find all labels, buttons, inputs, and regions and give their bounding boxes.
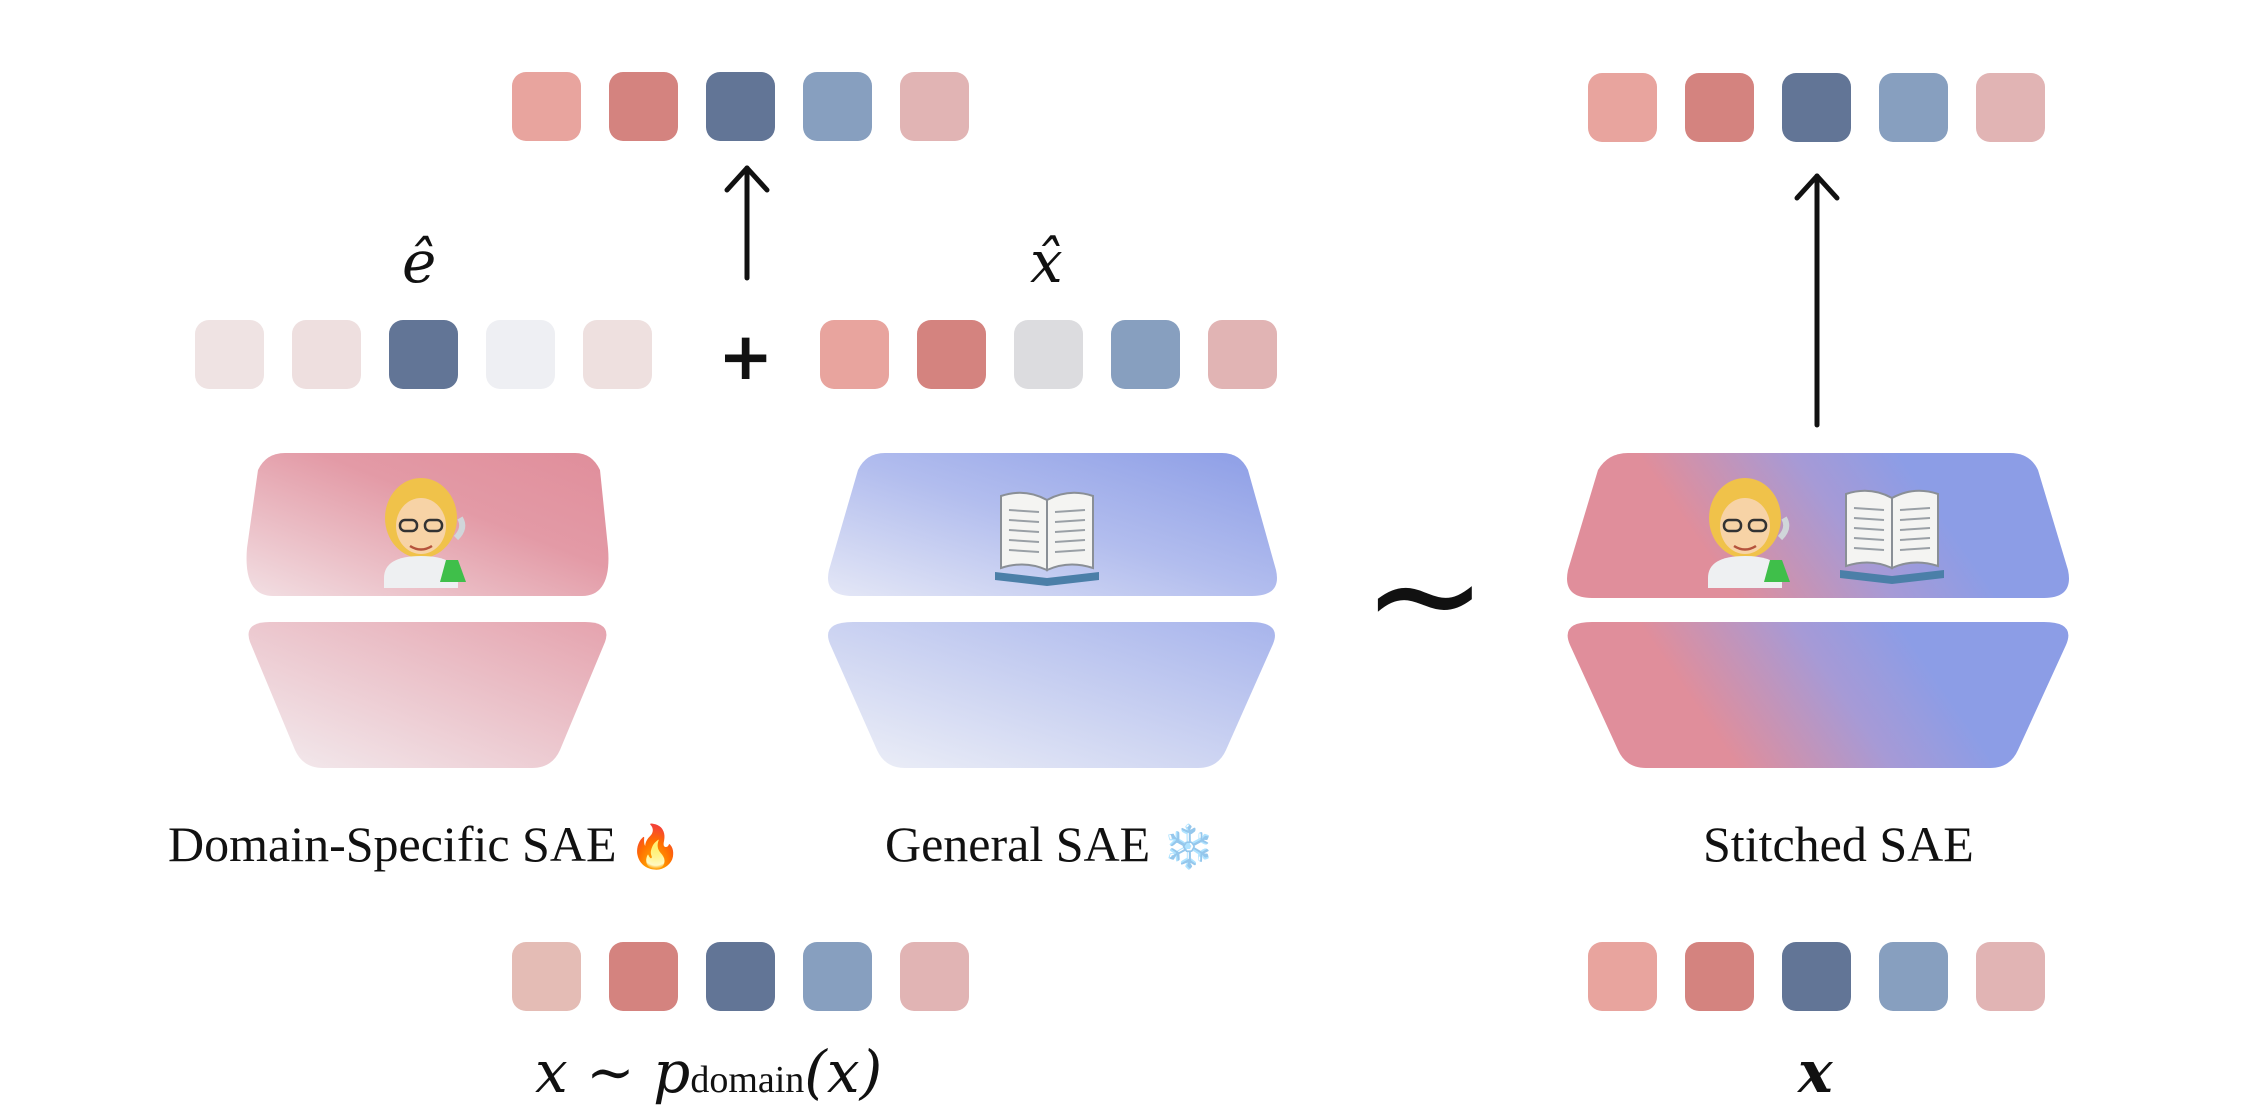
vector-cell — [512, 942, 581, 1011]
vector-cell — [1879, 73, 1948, 142]
stitched-decoder-shape — [1567, 622, 2069, 768]
vector-cell — [609, 942, 678, 1011]
book-icon — [1840, 489, 1944, 584]
domain-sae-label-text: Domain-Specific SAE — [168, 816, 617, 872]
vector-cell — [1111, 320, 1180, 389]
vector-cell — [803, 72, 872, 141]
general-sae-label-text: General SAE — [885, 816, 1151, 872]
vector-cell — [583, 320, 652, 389]
stitched-encoder-shape — [1567, 453, 2069, 598]
vector-cell — [1879, 942, 1948, 1011]
vector-cell — [900, 72, 969, 141]
vector-cell — [512, 72, 581, 141]
tilde-symbol: ~ — [1362, 508, 1488, 682]
vector-cell — [1976, 942, 2045, 1011]
vector-cell — [1685, 942, 1754, 1011]
snowflake-icon: ❄️ — [1162, 822, 1215, 871]
formula-subscript-domain: domain — [690, 1059, 805, 1101]
vector-cell — [820, 320, 889, 389]
plus-symbol: + — [718, 318, 774, 395]
input-x-symbol: x — [1798, 1038, 1833, 1106]
vector-cell — [292, 320, 361, 389]
vector-cell — [389, 320, 458, 389]
fire-icon: 🔥 — [629, 822, 682, 871]
scientist-icon — [1708, 478, 1790, 588]
domain-decoder-shape — [248, 622, 607, 768]
x-hat-symbol: x̂ — [1030, 228, 1063, 296]
formula-x-sim-p: x ∼ p — [535, 1038, 691, 1106]
vector-cell — [1976, 73, 2045, 142]
formula-argument: (x) — [804, 1038, 883, 1106]
vector-cell — [1208, 320, 1277, 389]
general-sae-label: General SAE ❄️ — [885, 815, 1215, 873]
vector-cell — [803, 942, 872, 1011]
vector-cell — [486, 320, 555, 389]
vector-cell — [706, 72, 775, 141]
vector-cell — [706, 942, 775, 1011]
stitched-sae-label-text: Stitched SAE — [1703, 816, 1974, 872]
vector-cell — [1588, 942, 1657, 1011]
book-icon — [995, 491, 1099, 586]
vector-cell — [1685, 73, 1754, 142]
vector-cell — [1588, 73, 1657, 142]
arrow-right — [1794, 173, 1840, 428]
vector-cell — [1782, 73, 1851, 142]
arrow-middle — [724, 165, 770, 281]
scientist-icon — [384, 478, 466, 588]
vector-cell — [1014, 320, 1083, 389]
stitched-sae-label: Stitched SAE — [1703, 815, 1974, 873]
general-decoder-shape — [828, 622, 1275, 768]
domain-sae-label: Domain-Specific SAE 🔥 — [168, 815, 681, 873]
vector-cell — [195, 320, 264, 389]
input-distribution-formula: x ∼ pdomain(x) — [535, 1038, 882, 1106]
vector-cell — [1782, 942, 1851, 1011]
vector-cell — [609, 72, 678, 141]
vector-cell — [917, 320, 986, 389]
vector-cell — [900, 942, 969, 1011]
e-hat-symbol: ê — [402, 228, 437, 296]
